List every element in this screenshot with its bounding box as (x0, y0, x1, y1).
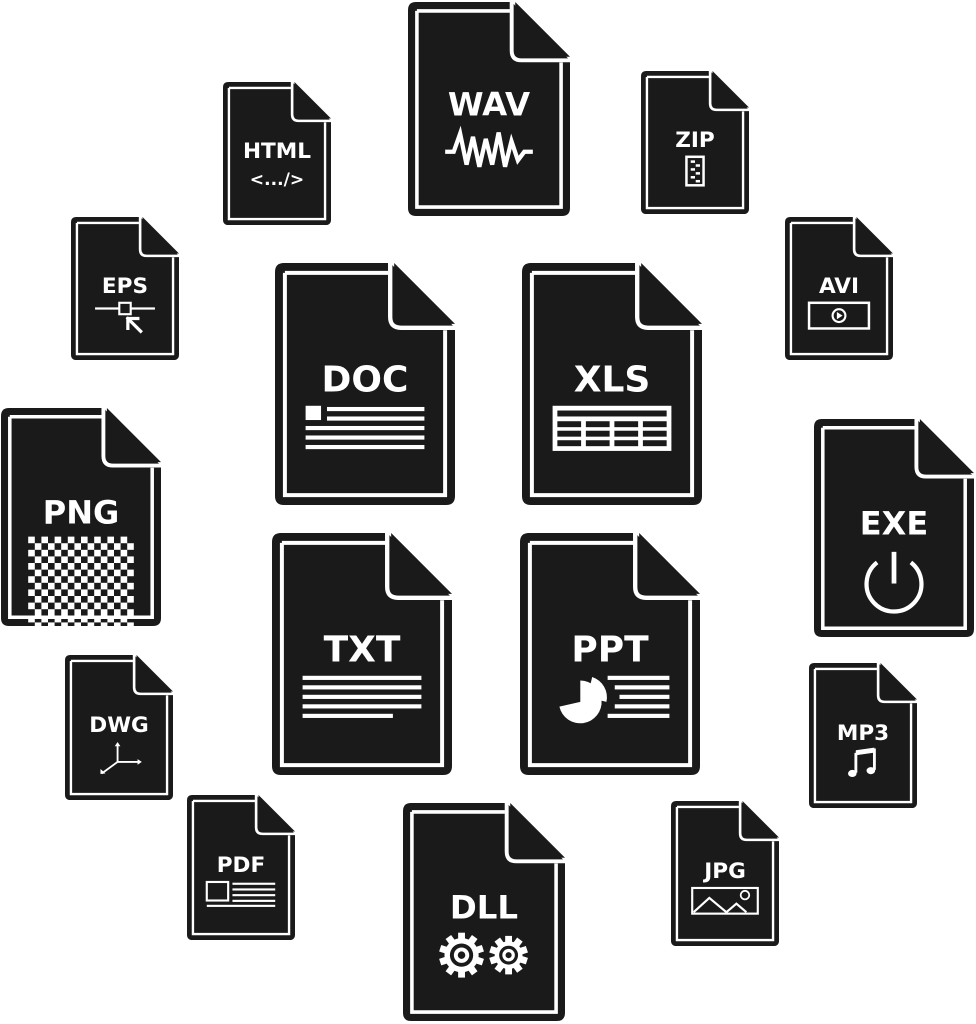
html-label: HTML (243, 139, 311, 164)
file-icon-mp3: MP3 (809, 662, 918, 808)
wav-file-shape-icon: WAV (408, 1, 571, 216)
exe-file-shape-icon: EXE (814, 418, 975, 637)
pdf-label: PDF (217, 853, 266, 878)
spreadsheet-icon (552, 405, 672, 451)
zip-label: ZIP (675, 128, 715, 153)
jpg-file-shape-icon: JPG (671, 800, 780, 946)
pdf-file-shape-icon: PDF (187, 794, 296, 940)
file-icon-doc: DOC (275, 262, 456, 505)
pdf-layout-icon (205, 880, 276, 907)
vector-cursor-icon (95, 301, 155, 334)
xls-file-shape-icon: XLS (522, 262, 703, 505)
waveform-icon (445, 125, 533, 168)
pie-chart-icon (559, 675, 670, 724)
music-note-icon (848, 747, 876, 778)
dll-label: DLL (450, 889, 518, 927)
file-icon-dll: DLL (403, 802, 566, 1021)
file-icon-xls: XLS (522, 262, 703, 505)
file-icon-zip: ZIP (641, 70, 750, 214)
txt-label: TXT (324, 629, 401, 670)
doc-label: DOC (322, 359, 409, 400)
zipper-icon (685, 155, 705, 187)
code-tag-icon: <.../> (250, 170, 304, 190)
eps-file-shape-icon: EPS (71, 216, 180, 360)
avi-label: AVI (819, 274, 859, 299)
file-icon-dwg: DWG (65, 654, 174, 800)
file-icon-avi: AVI (785, 216, 894, 360)
image-landscape-icon (691, 886, 759, 915)
power-icon (864, 551, 924, 614)
file-icon-html: HTML <.../> (223, 81, 332, 225)
axes-3d-icon (100, 741, 142, 775)
file-icon-wav: WAV (408, 1, 571, 216)
file-icon-eps: EPS (71, 216, 180, 360)
dwg-file-shape-icon: DWG (65, 654, 174, 800)
zip-file-shape-icon: ZIP (641, 70, 750, 214)
file-icon-jpg: JPG (671, 800, 780, 946)
xls-label: XLS (574, 359, 651, 400)
document-lines-icon (305, 405, 425, 450)
mp3-file-shape-icon: MP3 (809, 662, 918, 808)
file-icon-png: PNG (1, 407, 162, 630)
eps-label: EPS (102, 274, 148, 299)
text-lines-icon (302, 675, 422, 718)
jpg-label: JPG (702, 859, 746, 884)
ppt-file-shape-icon: PPT (520, 532, 701, 775)
mp3-label: MP3 (837, 721, 889, 746)
doc-file-shape-icon: DOC (275, 262, 456, 505)
file-icon-ppt: PPT (520, 532, 701, 775)
checkerboard-icon (28, 536, 134, 630)
dll-file-shape-icon: DLL (403, 802, 566, 1021)
dwg-label: DWG (89, 713, 148, 738)
wav-label: WAV (448, 85, 530, 123)
file-icon-txt: TXT (272, 532, 453, 775)
txt-file-shape-icon: TXT (272, 532, 453, 775)
avi-file-shape-icon: AVI (785, 216, 894, 360)
ppt-label: PPT (571, 629, 649, 670)
png-file-shape-icon: PNG (1, 407, 162, 630)
video-play-icon (807, 301, 871, 330)
png-label: PNG (43, 494, 120, 532)
gears-icon (439, 932, 528, 978)
file-icon-pdf: PDF (187, 794, 296, 940)
exe-label: EXE (860, 505, 928, 543)
file-icon-exe: EXE (814, 418, 975, 637)
svg-text:<.../>: <.../> (250, 170, 304, 190)
html-file-shape-icon: HTML <.../> (223, 81, 332, 225)
